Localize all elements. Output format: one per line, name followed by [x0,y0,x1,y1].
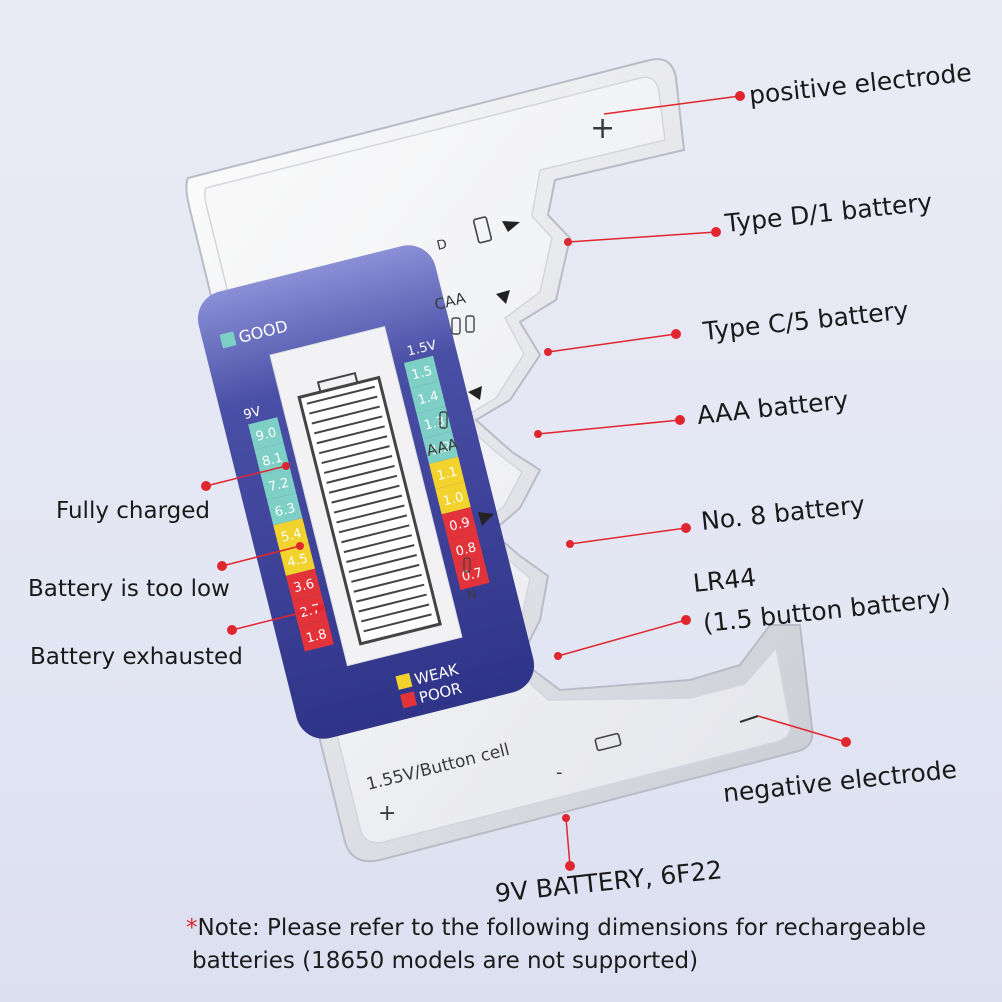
top-plus-sign: + [590,111,615,146]
callout-no8: No. 8 battery [700,490,867,536]
note-line-1: *Note: Please refer to the following dim… [186,912,986,945]
gauge-segment [333,494,403,514]
button-cell-icon [594,732,622,752]
svg-text:N: N [465,587,478,604]
callout-type-c: Type C/5 battery [701,296,910,347]
left-scale-cell [279,543,316,576]
left-scale-value: 9.0 [254,425,278,445]
gauge-segment [311,405,380,425]
right-scale-value: 1.1 [435,465,459,485]
gauge-segment [316,425,385,445]
left-scale-value: 8.1 [261,450,285,470]
gauge-segment [306,385,376,405]
gauge-segment [346,544,415,564]
svg-text:D: D [435,237,448,254]
left-scale-cell [285,568,322,602]
bottom-minus-sign: - [556,762,563,783]
rechargeable-note: *Note: Please refer to the following dim… [186,912,986,978]
callout-fully-charged: Fully charged [56,498,210,524]
gauge-segment [318,435,388,455]
right-scale-value: 1.4 [416,389,440,409]
right-scale-cell [429,456,465,490]
left-scale-value: 2.7 [298,602,322,622]
gauge-segment [360,603,430,623]
gauge-segment [358,593,427,613]
gauge-segment [336,504,405,524]
gauge-segment [353,573,422,593]
right-scale-value: 0.7 [460,565,484,585]
weak-legend-swatch [395,672,413,690]
gauge-segment [309,395,378,415]
gauge-segment [323,455,393,474]
note-text-2: batteries (18650 models are not supporte… [192,948,699,974]
callout-lr44-line1: LR44 [692,563,758,598]
gauge-segment [328,474,398,494]
gauge-segment [341,524,410,544]
callout-9v-battery: 9V BATTERY, 6F22 [494,855,724,908]
left-scale-value: 1.8 [305,627,329,647]
right-scale-value: 0.8 [454,540,478,560]
left-scale-value: 4.5 [286,551,310,571]
callout-too-low: Battery is too low [28,576,230,602]
right-scale-value: 1.5 [410,364,434,384]
gauge-segment [321,445,390,465]
callout-positive-electrode: positive electrode [748,58,973,110]
slot-n-marking: N [463,512,494,604]
negative-terminal-mark [739,715,759,723]
gauge-segment [338,514,408,534]
right-scale-value: 1.0 [442,490,466,510]
callout-aaa: AAA battery [696,385,850,430]
note-line-2: batteries (18650 models are not supporte… [186,945,986,978]
left-scale-cell [267,492,303,526]
right-scale-cell [454,557,490,591]
right-scale-cell [447,532,484,565]
gauge-segment [314,415,383,435]
gauge-segment [348,554,417,573]
callout-dots [201,91,851,871]
left-scale-value: 3.6 [292,577,316,597]
right-voltage-scale: 1.51.41.31.21.11.00.90.80.7 [403,355,490,591]
right-scale-value: 0.9 [448,515,472,535]
battery-gauge-icon [297,371,442,646]
right-scale-cell [422,431,459,464]
poor-legend-swatch [400,691,418,709]
gauge-segment [363,613,432,633]
scale-header-9v: 9V [242,404,262,423]
left-scale-value: 6.3 [273,501,297,521]
gauge-segment [326,464,395,484]
right-scale-cell [441,507,478,540]
gauge-segment [331,484,400,504]
slot-d-marking: D [435,216,520,254]
good-legend-swatch [219,331,237,349]
right-scale-cell [410,380,446,414]
right-scale-cell [403,355,440,389]
left-scale-cell [248,417,284,450]
left-scale-value: 7.2 [267,476,291,496]
bottom-plus-sign: + [378,801,396,826]
scale-header-1-5v: 1.5V [406,338,438,360]
callout-leader-lines [205,95,847,867]
gauge-segment [355,583,425,603]
callout-type-d: Type D/1 battery [723,187,934,238]
note-asterisk: * [186,915,198,941]
left-scale-value: 5.4 [280,526,304,546]
left-scale-cell [298,619,334,652]
callout-exhausted: Battery exhausted [30,644,243,670]
note-text-1: Note: Please refer to the following dime… [197,915,927,941]
right-scale-cell [416,406,452,439]
gauge-segment [351,563,420,583]
right-scale-value: 1.2 [429,439,453,459]
right-scale-cell [435,481,471,515]
gauge-segment [343,534,413,554]
left-scale-cell [260,467,297,501]
